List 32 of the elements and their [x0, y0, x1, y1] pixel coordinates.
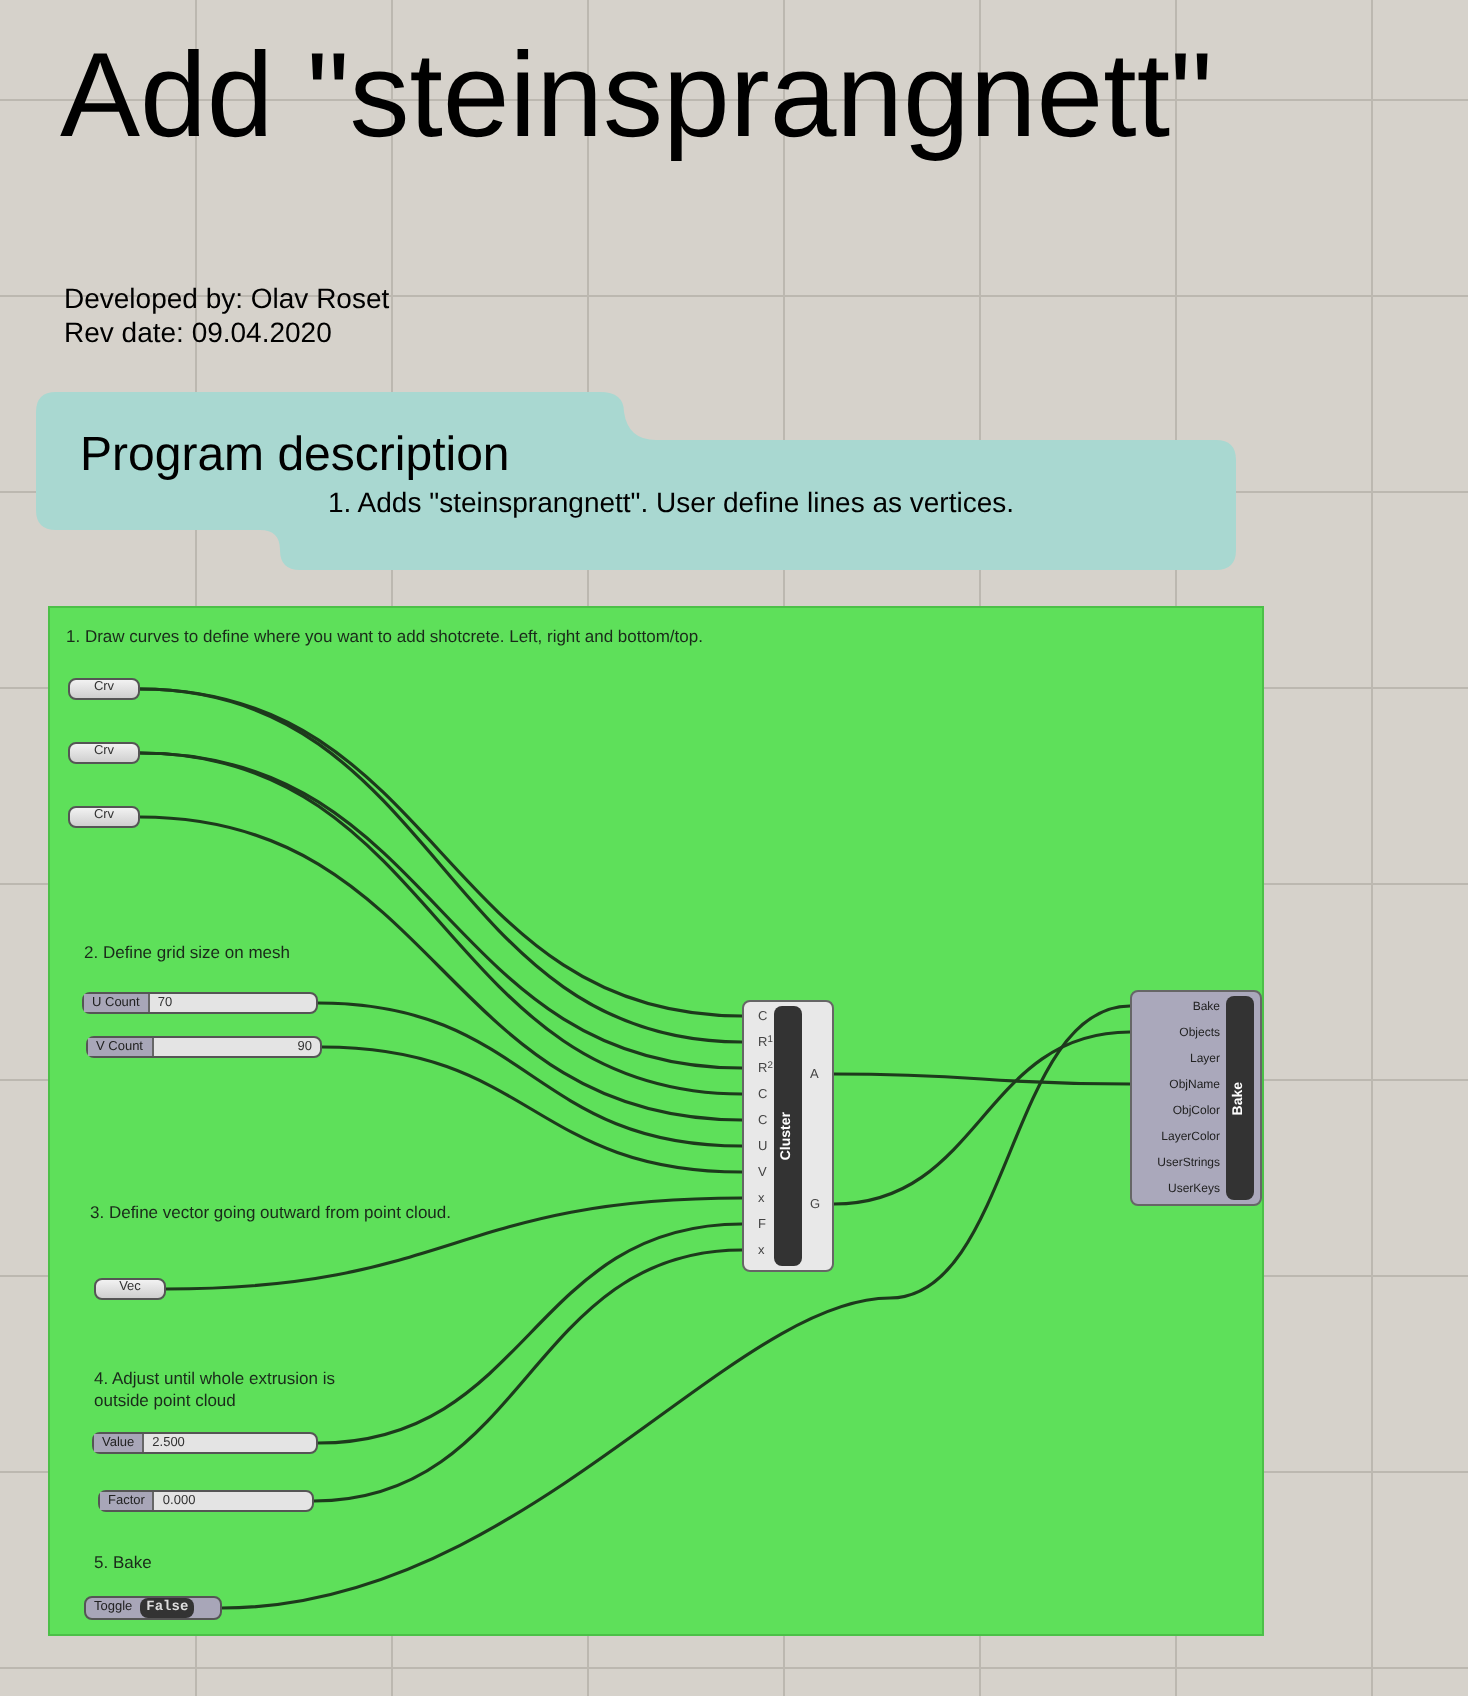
number-slider — [92, 1432, 318, 1454]
instruction-note: 5. Bake — [94, 1552, 154, 1574]
number-slider — [86, 1036, 322, 1058]
panel-heading: Program description — [80, 428, 510, 484]
wire — [321, 1045, 743, 1174]
description-text: 1. Adds "steinsprangnett". User define lines as vertices. — [328, 486, 1015, 518]
wire — [221, 1004, 1131, 1610]
parameter-node — [68, 806, 140, 828]
wire — [313, 1248, 743, 1503]
description-panel — [36, 392, 1236, 570]
instruction-note: 3. Define vector going outward from point cloud. — [90, 1202, 453, 1224]
wire — [165, 1196, 743, 1291]
instruction-note: 4. Adjust until whole extrusion is outside point cloud — [94, 1368, 337, 1412]
parameter-node — [68, 678, 140, 700]
wire — [317, 1222, 743, 1445]
group-panel — [48, 606, 1264, 1636]
instruction-note: 1. Draw curves to define where you want to add shotcrete. Left, right and bottom/top. — [66, 626, 705, 648]
author-note: Developed by: Olav Roset — [64, 282, 390, 314]
bake-component — [1130, 990, 1262, 1206]
parameter-node — [94, 1278, 166, 1300]
cluster-component — [742, 1000, 834, 1272]
wire — [139, 815, 743, 1122]
title: Add "steinsprangnett" — [60, 26, 1213, 166]
wire — [317, 1001, 743, 1148]
wire — [833, 1030, 1131, 1206]
parameter-node — [68, 742, 140, 764]
revision-note: Rev date: 09.04.2020 — [64, 316, 332, 348]
wire — [834, 1072, 1130, 1086]
boolean-toggle — [84, 1596, 222, 1620]
instruction-note: 2. Define grid size on mesh — [84, 942, 292, 964]
number-slider — [82, 992, 318, 1014]
number-slider — [98, 1490, 314, 1512]
